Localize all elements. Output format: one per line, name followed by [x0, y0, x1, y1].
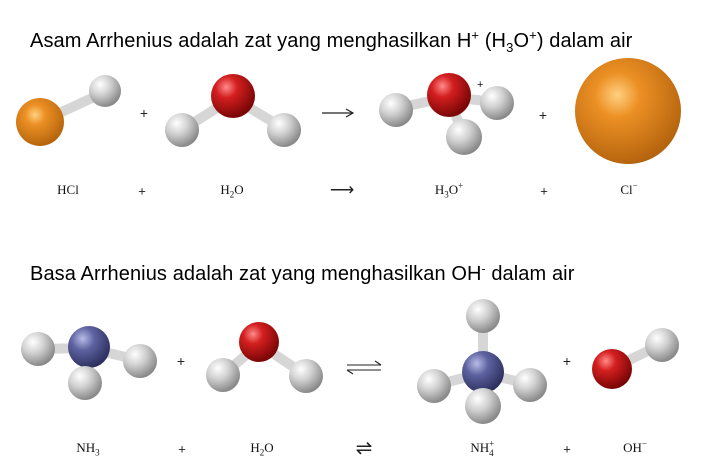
formula-water-base: H2O — [250, 440, 274, 458]
hydrogen-atom — [267, 113, 301, 147]
acid-heading: Asam Arrhenius adalah zat yang menghasil… — [30, 27, 633, 55]
plus-sign-formula-base-2: + — [563, 441, 571, 457]
hydrogen-atom — [480, 86, 514, 120]
hydrogen-atom — [289, 359, 323, 393]
svg-text:+: + — [477, 79, 483, 91]
plus-sign-formula-acid-1: + — [138, 183, 146, 199]
hydronium-molecule: + — [379, 73, 514, 155]
formula-ammonium: NH+4 — [470, 438, 495, 458]
formula-water-acid: H2O — [220, 182, 244, 200]
reaction-arrow-formula: ⟶ — [329, 180, 355, 199]
hydroxide-ion — [592, 328, 679, 389]
equilibrium-arrow-formula: ⇌ — [355, 437, 373, 460]
formula-ammonia: NH3 — [76, 440, 100, 458]
hydrogen-atom — [21, 332, 55, 366]
base-heading: Basa Arrhenius adalah zat yang menghasil… — [30, 261, 575, 285]
hydrogen-atom — [165, 113, 199, 147]
hydrogen-atom — [379, 93, 413, 127]
chlorine-atom — [16, 98, 64, 146]
hydrogen-atom — [417, 369, 451, 403]
oxygen-atom — [427, 73, 471, 117]
hcl-molecule — [16, 75, 121, 146]
nitrogen-atom — [462, 351, 504, 393]
hydrogen-atom — [645, 328, 679, 362]
ammonium-molecule — [417, 299, 547, 424]
nitrogen-atom — [68, 326, 110, 368]
hydrogen-atom — [206, 358, 240, 392]
oxygen-atom — [592, 349, 632, 389]
chloride-ion — [575, 58, 681, 164]
plus-sign-formula-acid-2: + — [540, 183, 548, 199]
reaction-arrow-molecule-acid — [322, 108, 355, 118]
ammonia-molecule — [21, 326, 157, 400]
plus-sign-formula-base-1: + — [178, 441, 186, 457]
hydrogen-atom — [68, 366, 102, 400]
hydrogen-atom — [89, 75, 121, 107]
plus-sign-molecule-base-2: + — [563, 353, 571, 369]
formula-hydroxide: OH− — [623, 438, 647, 455]
water-molecule-base-row — [206, 322, 323, 393]
plus-sign-molecule-acid-1: + — [140, 105, 148, 121]
hydrogen-atom — [513, 368, 547, 402]
hydrogen-atom — [446, 119, 482, 155]
plus-sign-molecule-base-1: + — [177, 353, 185, 369]
water-molecule-acid-row — [165, 74, 301, 147]
oxygen-atom — [239, 322, 279, 362]
equilibrium-arrow-molecule-base — [346, 360, 382, 375]
hydrogen-atom — [465, 388, 501, 424]
formula-chloride: Cl− — [620, 180, 638, 197]
plus-sign-molecule-acid-2: + — [539, 107, 547, 123]
formula-hydronium: H3O+ — [434, 180, 464, 200]
formula-hcl: HCl — [57, 182, 79, 197]
hydrogen-atom — [123, 344, 157, 378]
oxygen-atom — [211, 74, 255, 118]
hydrogen-atom — [466, 299, 500, 333]
